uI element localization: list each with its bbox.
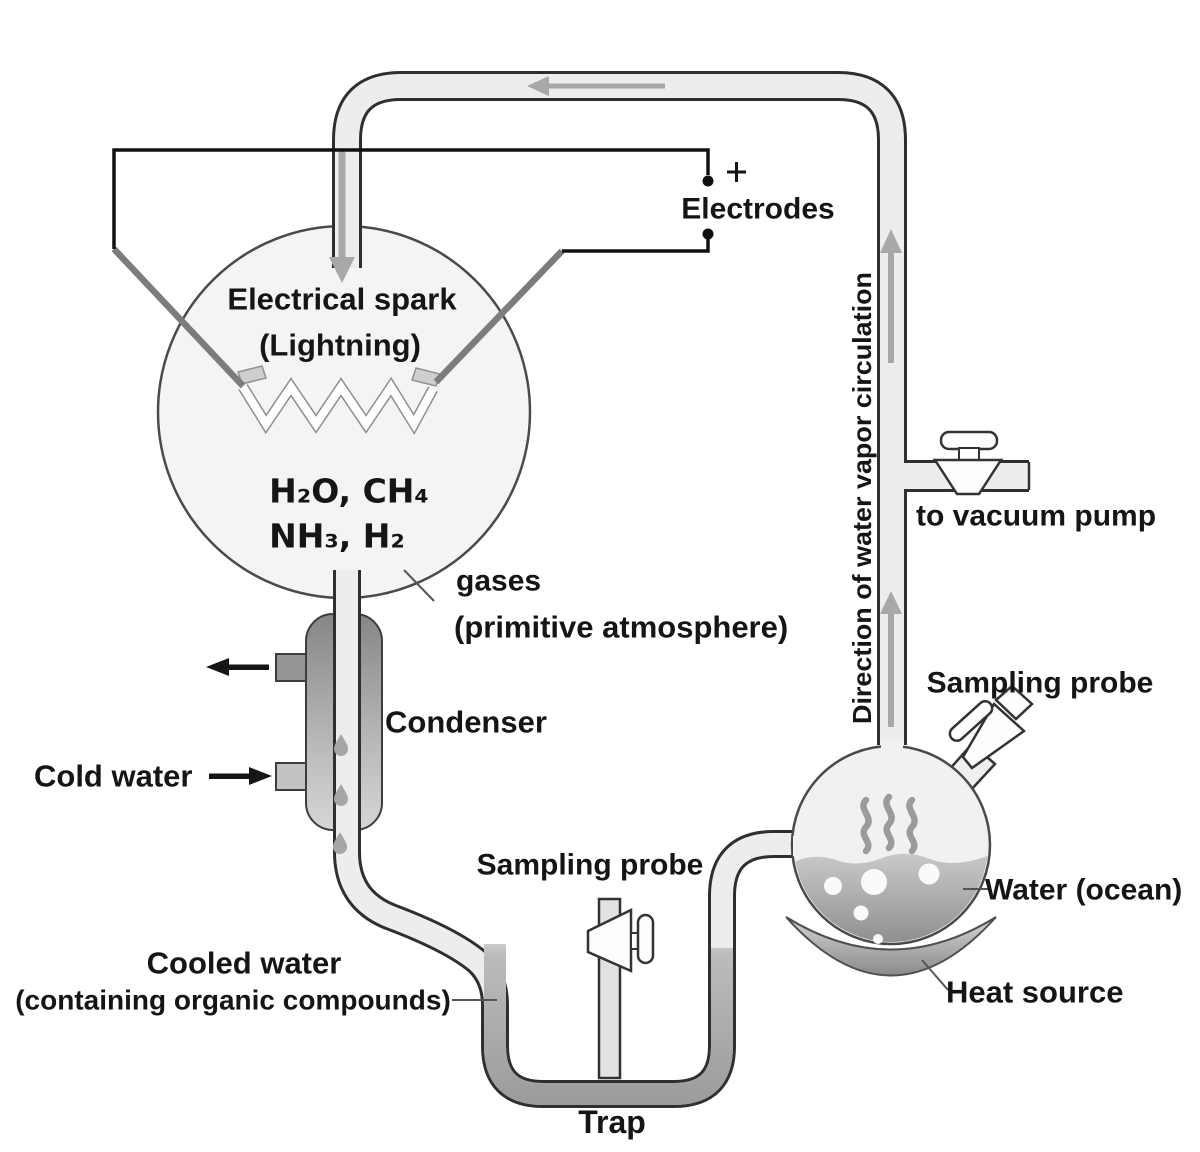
ocean-probe-handle-icon bbox=[948, 700, 994, 742]
bubble bbox=[873, 934, 883, 944]
ocean-flask bbox=[790, 741, 992, 946]
droplet-icon bbox=[334, 784, 348, 806]
plus-sign-icon bbox=[727, 162, 746, 182]
bubble bbox=[853, 905, 869, 921]
right-electrode-rod bbox=[433, 248, 565, 385]
condenser-out-port bbox=[275, 653, 309, 682]
condenser-water-arrows bbox=[206, 658, 272, 785]
gases-callout-line2: (primitive atmosphere) bbox=[454, 610, 788, 645]
trap-water bbox=[484, 944, 733, 1105]
spark-label-line2: (Lightning) bbox=[259, 328, 421, 363]
electrode-rods bbox=[111, 246, 565, 389]
trap-probe-funnel-icon bbox=[586, 907, 633, 973]
ocean-water bbox=[794, 853, 988, 942]
trap-probe-handle-icon bbox=[636, 913, 655, 965]
leader-lines bbox=[403, 569, 988, 1001]
vacuum-valve-icon bbox=[932, 430, 1004, 496]
electrode-wires bbox=[112, 148, 746, 253]
gas-formula-line2: NH₃, H₂ bbox=[269, 517, 405, 556]
water-out-arrow-icon bbox=[206, 658, 269, 676]
condenser-label: Condenser bbox=[385, 705, 547, 740]
ocean-probe-cap-icon bbox=[994, 684, 1034, 721]
to-vacuum-pump-label: to vacuum pump bbox=[916, 500, 1156, 533]
condenser-in-port bbox=[275, 762, 309, 791]
flow-arrow-up-icon bbox=[880, 591, 902, 727]
water-ocean-label: Water (ocean) bbox=[985, 874, 1182, 907]
flow-arrow-left-icon bbox=[527, 76, 665, 96]
ocean-sampling-probe bbox=[948, 684, 1034, 770]
droplet-icon bbox=[333, 832, 347, 854]
condenser-trap-tube bbox=[333, 570, 812, 1108]
cold-water-in-arrow-icon bbox=[209, 767, 272, 785]
flow-arrows bbox=[329, 76, 902, 727]
heat-source-leader bbox=[921, 959, 949, 991]
trap-label: Trap bbox=[578, 1104, 646, 1140]
direction-label: Direction of water vapor circulation bbox=[847, 272, 877, 724]
electrode-terminal-dot bbox=[702, 175, 714, 187]
electrodes-label: Electrodes bbox=[681, 193, 834, 226]
bubbles bbox=[824, 863, 940, 944]
flow-arrow-up-icon bbox=[880, 229, 902, 363]
ocean-sampling-probe-label: Sampling probe bbox=[927, 667, 1154, 700]
heat-source-bowl bbox=[785, 916, 997, 977]
gases-callout-line1: gases bbox=[456, 565, 541, 598]
left-electrode-rod bbox=[111, 246, 246, 389]
heat-source-label: Heat source bbox=[946, 975, 1123, 1010]
electrode-terminal-dot bbox=[702, 228, 714, 240]
spark-label-line1: Electrical spark bbox=[227, 282, 457, 317]
gases-leader bbox=[403, 569, 435, 602]
bubble bbox=[824, 877, 842, 895]
trap-sampling-probe bbox=[586, 897, 655, 1080]
droplet-icon bbox=[334, 734, 348, 756]
bubble bbox=[918, 863, 940, 885]
cooled-water-line2: (containing organic compounds) bbox=[15, 985, 451, 1016]
trap-sampling-probe-label: Sampling probe bbox=[477, 849, 704, 882]
bubble bbox=[861, 869, 887, 895]
cold-water-label: Cold water bbox=[34, 759, 192, 794]
spark-zigzag-icon bbox=[237, 365, 441, 435]
steam-icon bbox=[860, 793, 918, 855]
flow-arrow-down-icon bbox=[329, 150, 355, 283]
condenser-jacket bbox=[275, 612, 383, 854]
gas-formula-line1: H₂O, CH₄ bbox=[269, 472, 429, 511]
cooled-water-line1: Cooled water bbox=[147, 946, 342, 981]
ocean-probe-funnel-icon bbox=[961, 702, 1026, 770]
